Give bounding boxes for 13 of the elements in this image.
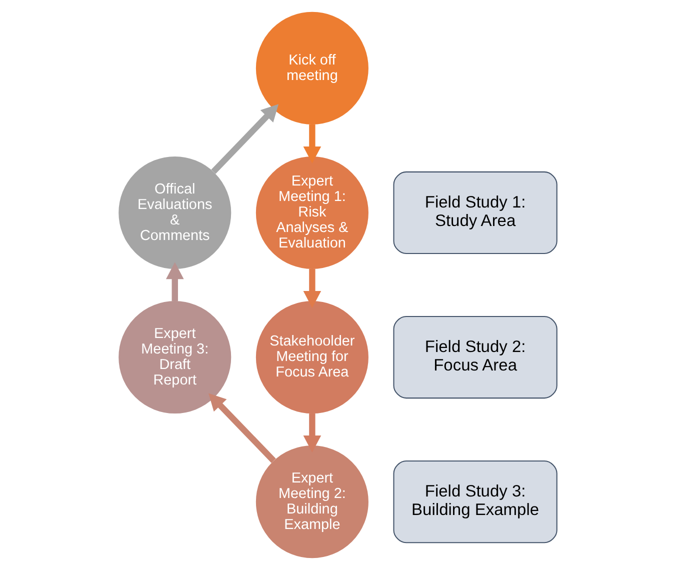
node-circle: Stakehoolder Meeting for Focus Area xyxy=(256,301,368,414)
arrow xyxy=(208,393,276,463)
arrow xyxy=(303,124,322,164)
node-box: Field Study 1: Study Area xyxy=(393,171,558,254)
arrow xyxy=(166,262,184,302)
node-circle: Expert Meeting 1: Risk Analyses & Evaluation xyxy=(256,156,368,269)
arrow xyxy=(303,413,322,452)
node-circle: Expert Meeting 2: Building Example xyxy=(256,446,368,558)
node-box: Field Study 2: Focus Area xyxy=(393,316,558,399)
node-box: Field Study 3: Building Example xyxy=(393,460,558,544)
arrow xyxy=(303,268,322,308)
node-circle: Offical Evaluations & Comments xyxy=(118,156,232,269)
arrow xyxy=(211,104,279,174)
